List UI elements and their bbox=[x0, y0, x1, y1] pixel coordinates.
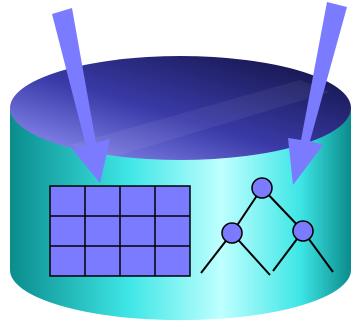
tree-node-right bbox=[292, 220, 314, 242]
cylinder-top bbox=[10, 56, 351, 160]
arrow-down-right-icon bbox=[52, 8, 110, 183]
tree-node-root bbox=[251, 177, 273, 199]
tree-index-icon bbox=[200, 177, 334, 276]
table-grid-icon bbox=[49, 185, 191, 277]
tree-node-left bbox=[221, 222, 243, 244]
arrow-down-left-icon bbox=[288, 2, 347, 185]
cylinder-top-sheen bbox=[70, 80, 330, 158]
